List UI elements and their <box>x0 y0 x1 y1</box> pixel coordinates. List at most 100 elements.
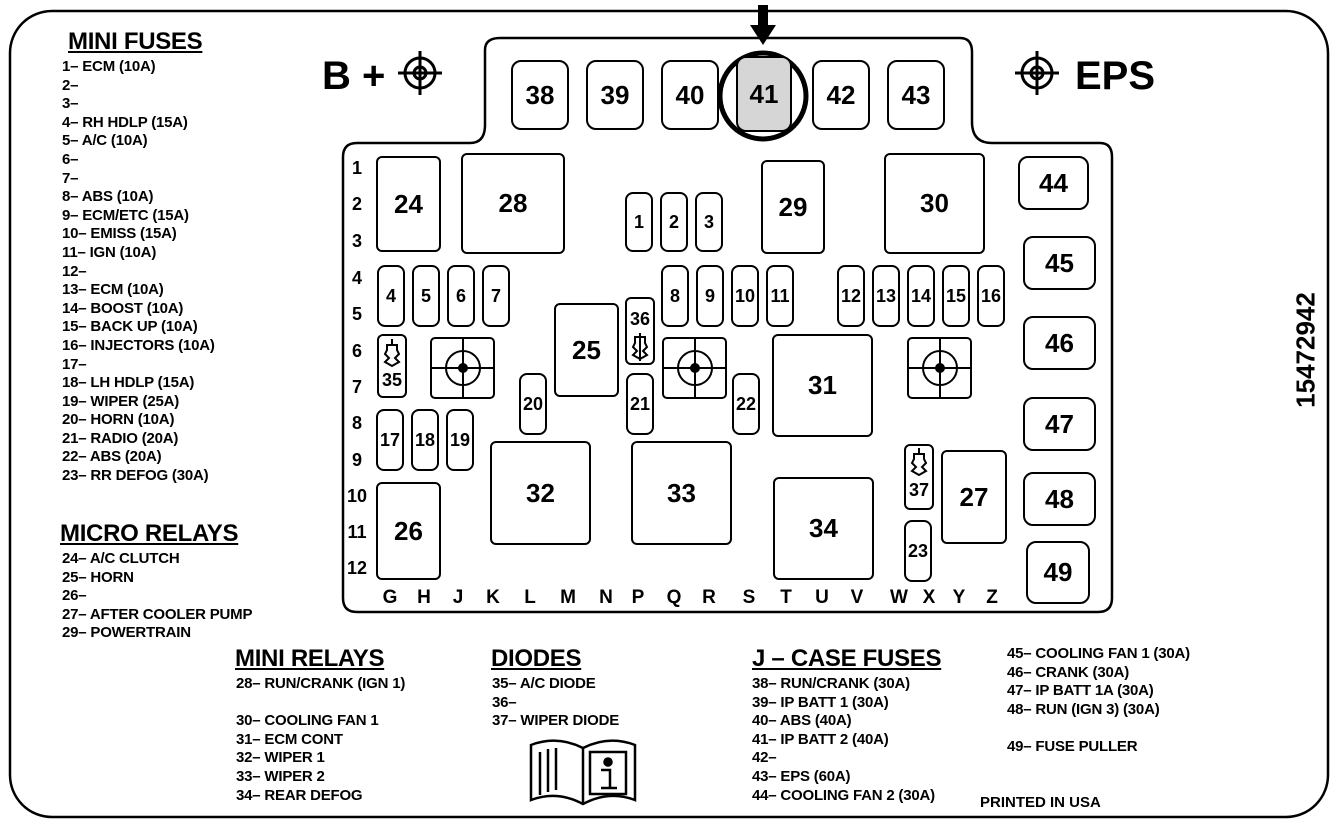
jcase-fuses-heading: J – CASE FUSES <box>752 645 942 672</box>
column-label: V <box>850 587 864 608</box>
mini-fuse-18[interactable]: 18 <box>411 409 439 471</box>
mini-fuse-1[interactable]: 1 <box>625 192 653 252</box>
list-item: 26– <box>62 587 87 605</box>
list-item: 16– INJECTORS (10A) <box>62 336 215 354</box>
down-arrow-icon <box>750 5 776 45</box>
list-item: 35– A/C DIODE <box>492 675 596 692</box>
mini-fuse-5[interactable]: 5 <box>412 265 440 327</box>
jcase-fuse-44[interactable]: 44 <box>1018 156 1089 210</box>
list-item: 38– RUN/CRANK (30A) <box>752 675 910 692</box>
list-item: 14– BOOST (10A) <box>62 299 184 317</box>
jcase-fuse-42[interactable]: 42 <box>812 60 870 130</box>
diodes-list: 35– A/C DIODE 36– 37– WIPER DIODE <box>492 675 619 731</box>
list-item: 44– COOLING FAN 2 (30A) <box>752 786 935 804</box>
list-item: 17– <box>62 355 87 373</box>
mini-fuse-21[interactable]: 21 <box>626 373 654 435</box>
relay-29[interactable]: 29 <box>761 160 825 254</box>
column-label: H <box>417 587 431 608</box>
mini-fuse-2[interactable]: 2 <box>660 192 688 252</box>
ground-stud-icon <box>398 51 442 95</box>
list-item: 48– RUN (IGN 3) (30A) <box>1007 700 1160 718</box>
list-item: 33– WIPER 2 <box>236 767 325 785</box>
mini-fuse-19[interactable]: 19 <box>446 409 474 471</box>
jcase-fuse-45[interactable]: 45 <box>1023 236 1096 290</box>
mini-fuse-22[interactable]: 22 <box>732 373 760 435</box>
diode-35[interactable]: 35 <box>377 334 407 398</box>
row-label: 6 <box>351 341 362 361</box>
printed-in-usa: PRINTED IN USA <box>980 794 1101 811</box>
list-item: 24– A/C CLUTCH <box>62 550 180 567</box>
jcase-fuse-39[interactable]: 39 <box>586 60 644 130</box>
jcase-fuse-47[interactable]: 47 <box>1023 397 1096 451</box>
list-item: 45– COOLING FAN 1 (30A) <box>1007 645 1190 662</box>
jcase-fuse-40[interactable]: 40 <box>661 60 719 130</box>
jcase-fuses-list: 38– RUN/CRANK (30A) 39– IP BATT 1 (30A) … <box>752 675 935 805</box>
column-label: N <box>599 587 613 608</box>
column-label: P <box>631 587 645 608</box>
row-label: 2 <box>351 194 362 214</box>
diode-label: 36 <box>629 309 651 329</box>
relay-30[interactable]: 30 <box>884 153 985 254</box>
mini-fuse-13[interactable]: 13 <box>872 265 900 327</box>
jcase-fuse-43[interactable]: 43 <box>887 60 945 130</box>
relay-24[interactable]: 24 <box>376 156 441 252</box>
list-item: 31– ECM CONT <box>236 730 343 748</box>
list-item: 40– ABS (40A) <box>752 712 852 730</box>
row-label: 1 <box>351 158 362 178</box>
column-label: T <box>780 587 792 608</box>
list-item: 7– <box>62 169 79 187</box>
mini-fuse-23[interactable]: 23 <box>904 520 932 582</box>
relay-32[interactable]: 32 <box>490 441 591 545</box>
jcase-fuse-41[interactable]: 41 <box>736 56 792 132</box>
mini-fuse-20[interactable]: 20 <box>519 373 547 435</box>
mini-fuse-11[interactable]: 11 <box>766 265 794 327</box>
diode-37[interactable]: 37 <box>904 444 934 510</box>
mini-fuse-9[interactable]: 9 <box>696 265 724 327</box>
list-item: 23– RR DEFOG (30A) <box>62 467 209 485</box>
relay-34[interactable]: 34 <box>773 477 874 580</box>
row-label: 9 <box>351 450 362 470</box>
relay-26[interactable]: 26 <box>376 482 441 580</box>
jcase-fuse-38[interactable]: 38 <box>511 60 569 130</box>
mini-fuse-4[interactable]: 4 <box>377 265 405 327</box>
diode-36[interactable]: 36 <box>625 297 655 365</box>
micro-relays-heading: MICRO RELAYS <box>60 520 239 547</box>
mini-fuse-17[interactable]: 17 <box>376 409 404 471</box>
row-label: 5 <box>351 304 362 324</box>
mini-fuse-3[interactable]: 3 <box>695 192 723 252</box>
list-item: 36– <box>492 693 517 711</box>
list-item: 19– WIPER (25A) <box>62 392 180 410</box>
outer-border <box>8 9 1330 819</box>
list-item: 20– HORN (10A) <box>62 411 175 429</box>
relay-27[interactable]: 27 <box>941 450 1007 544</box>
relay-33[interactable]: 33 <box>631 441 732 545</box>
relay-31[interactable]: 31 <box>772 334 873 437</box>
list-item: 6– <box>62 150 79 168</box>
mini-fuse-8[interactable]: 8 <box>661 265 689 327</box>
diodes-heading: DIODES <box>491 645 582 672</box>
column-label: X <box>922 587 936 608</box>
mini-fuse-6[interactable]: 6 <box>447 265 475 327</box>
fuse-puller-49[interactable]: 49 <box>1026 541 1090 604</box>
mini-fuse-12[interactable]: 12 <box>837 265 865 327</box>
list-item: 15– BACK UP (10A) <box>62 318 198 336</box>
relay-25[interactable]: 25 <box>554 303 619 397</box>
mini-fuse-14[interactable]: 14 <box>907 265 935 327</box>
mini-fuse-7[interactable]: 7 <box>482 265 510 327</box>
list-item: 47– IP BATT 1A (30A) <box>1007 682 1154 700</box>
owner-manual-icon <box>529 739 637 806</box>
relay-28[interactable]: 28 <box>461 153 565 254</box>
diode-label: 35 <box>381 370 403 390</box>
mini-relays-heading: MINI RELAYS <box>235 645 385 672</box>
list-item: 18– LH HDLP (15A) <box>62 374 195 392</box>
mini-fuse-15[interactable]: 15 <box>942 265 970 327</box>
column-label: K <box>486 587 500 608</box>
jcase-fuse-48[interactable]: 48 <box>1023 472 1096 526</box>
mini-fuse-10[interactable]: 10 <box>731 265 759 327</box>
list-item: 25– HORN <box>62 568 134 586</box>
list-item: 5– A/C (10A) <box>62 132 148 150</box>
jcase-fuse-46[interactable]: 46 <box>1023 316 1096 370</box>
column-label: J <box>452 587 464 608</box>
list-item: 9– ECM/ETC (15A) <box>62 206 189 224</box>
mini-fuse-16[interactable]: 16 <box>977 265 1005 327</box>
